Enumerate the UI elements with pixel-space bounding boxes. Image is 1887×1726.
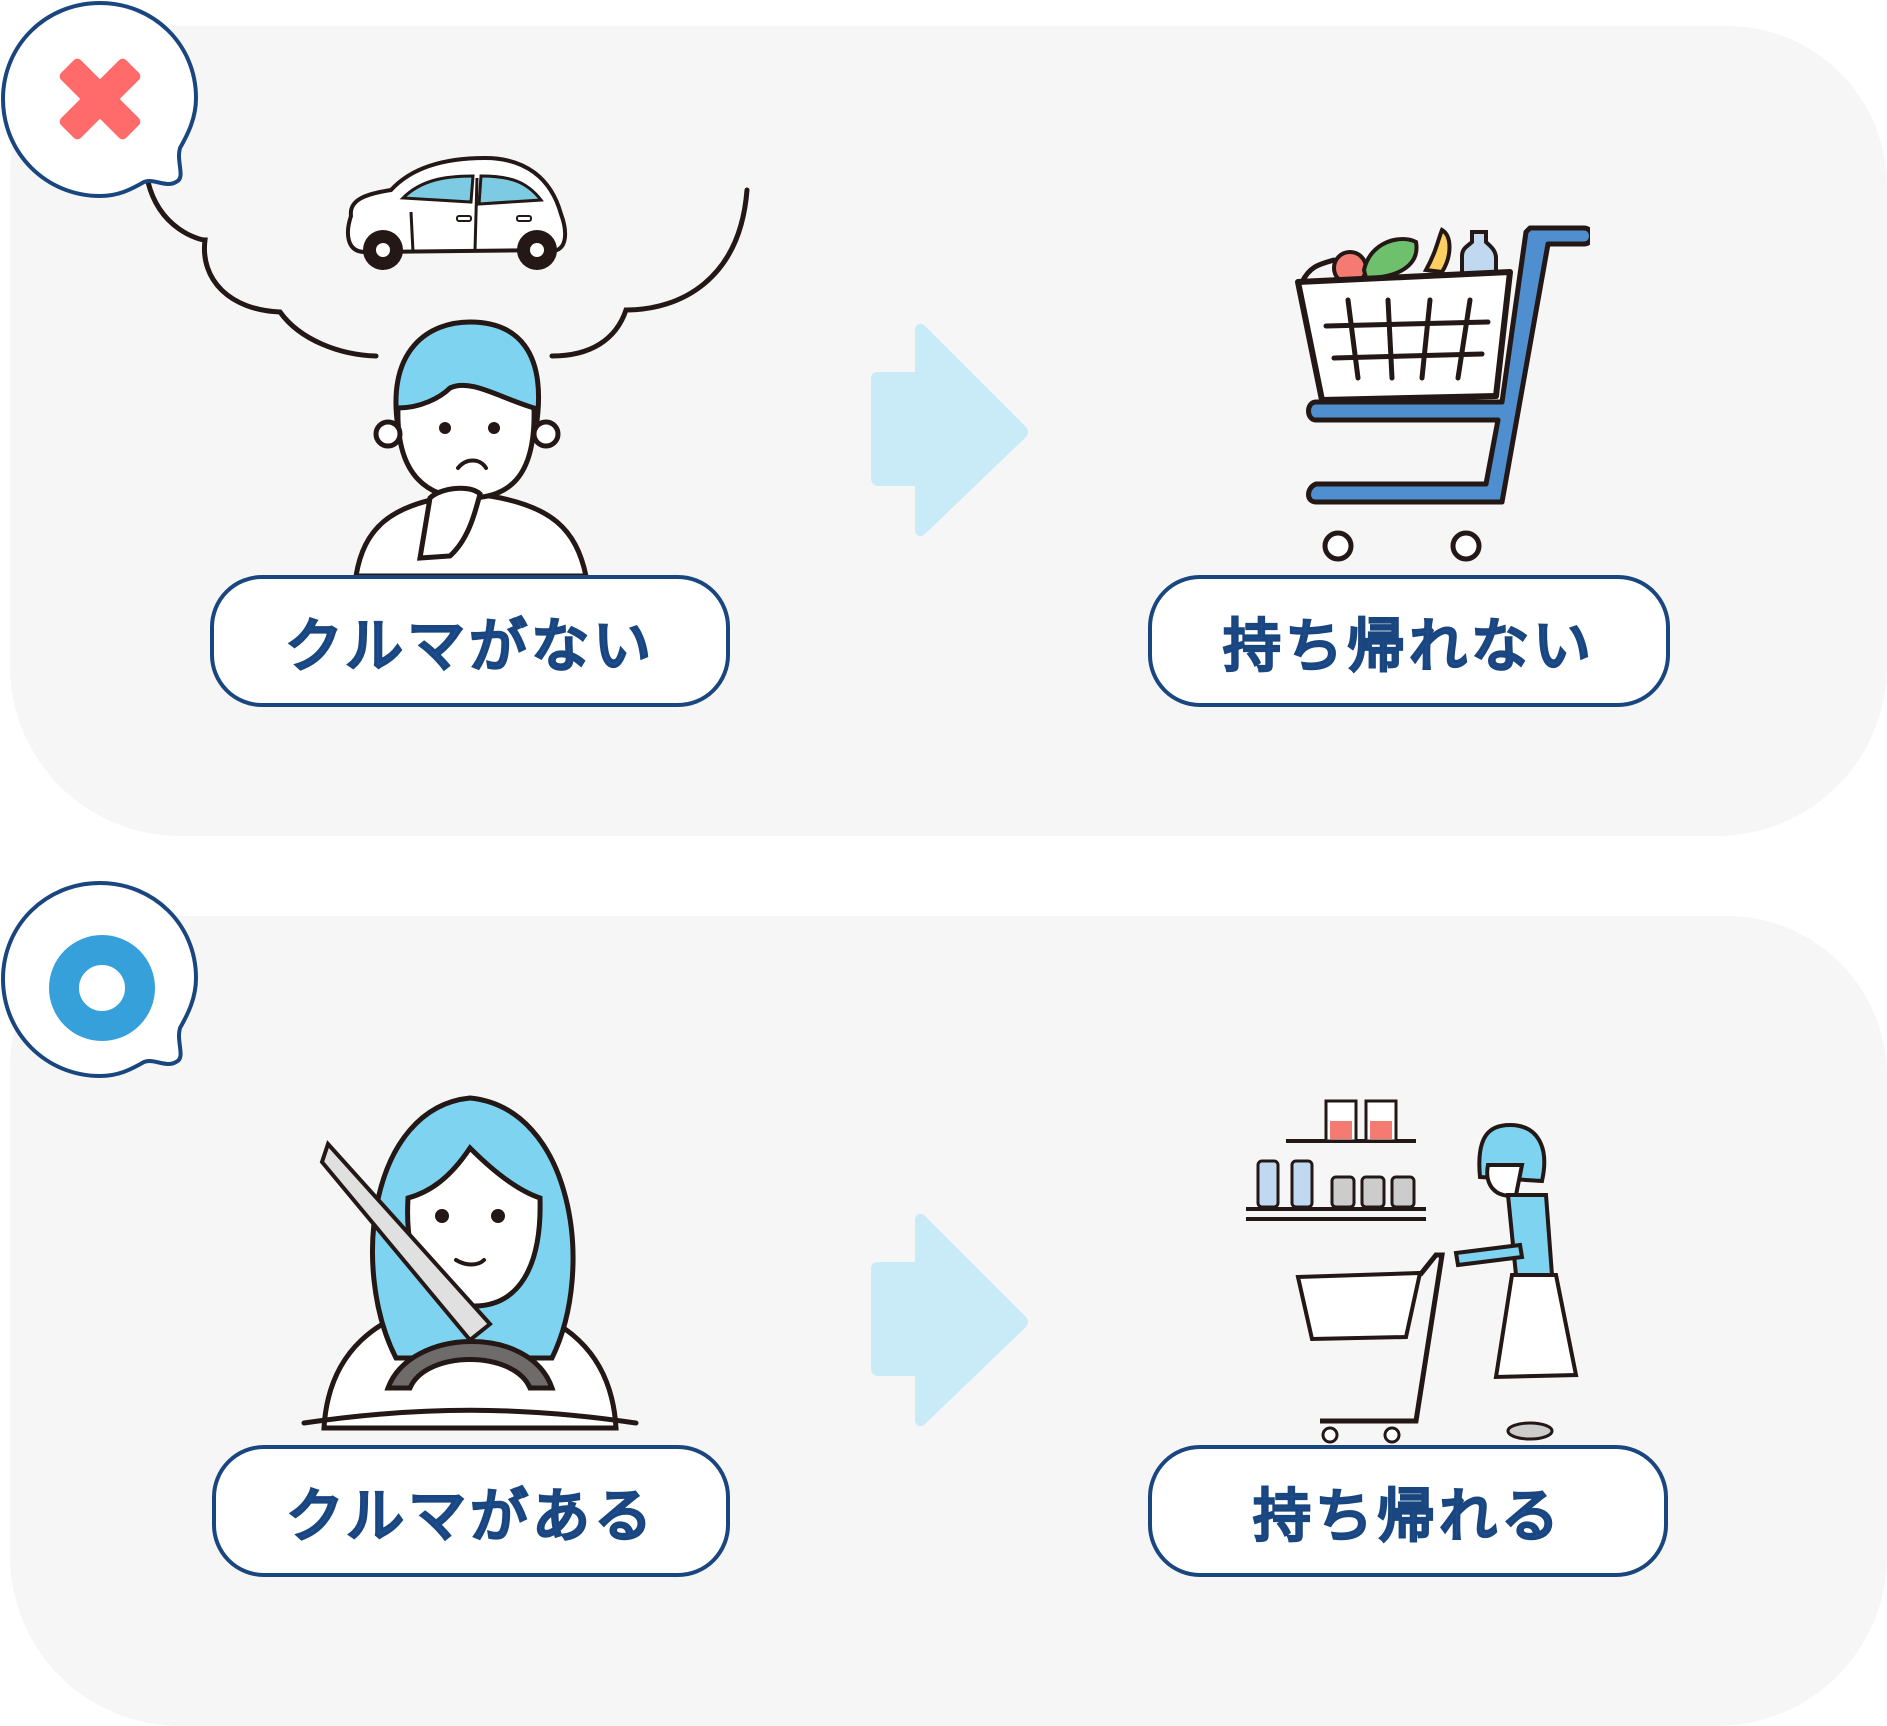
- cross-icon: [59, 58, 141, 140]
- circle-icon: [49, 935, 155, 1041]
- thought-bubble: [145, 179, 750, 359]
- label-no-car: クルマがない: [210, 575, 730, 707]
- right-arrow-icon: [871, 1213, 1028, 1427]
- car-icon: [346, 155, 568, 270]
- label-no-car-text: クルマがない: [284, 611, 656, 681]
- label-cannot-carry-text: 持ち帰れない: [1222, 611, 1595, 681]
- shopping-cart-illustration: [1295, 225, 1590, 562]
- thinking-man-illustration: [353, 319, 589, 578]
- circle-badge: [0, 880, 199, 1079]
- label-can-carry-text: 持ち帰れる: [1252, 1481, 1563, 1551]
- label-has-car-text: クルマがある: [285, 1481, 657, 1551]
- cross-badge: [0, 0, 199, 199]
- label-has-car: クルマがある: [212, 1445, 730, 1577]
- label-can-carry: 持ち帰れる: [1148, 1445, 1668, 1577]
- woman-shopping-illustration: [1246, 1099, 1579, 1444]
- woman-driving-illustration: [301, 1095, 639, 1431]
- label-cannot-carry: 持ち帰れない: [1148, 575, 1670, 707]
- right-arrow-icon: [871, 323, 1028, 537]
